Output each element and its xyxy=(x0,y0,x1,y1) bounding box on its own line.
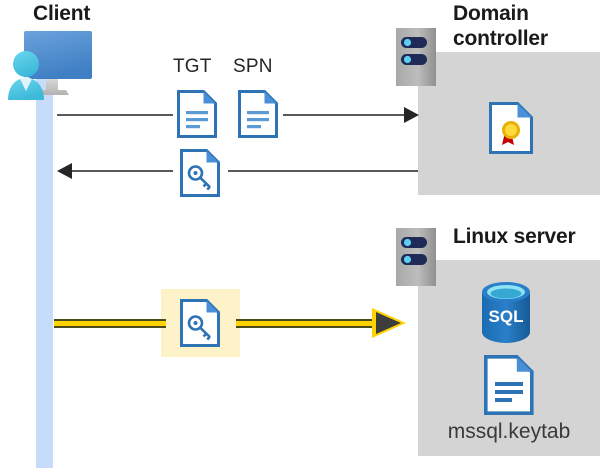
document-icon xyxy=(177,90,217,138)
key-document-icon xyxy=(180,299,220,347)
service-ticket-line-right xyxy=(236,319,376,328)
request-line-right xyxy=(283,114,417,116)
dc-title-line2: controller xyxy=(453,26,548,50)
certificate-document-icon xyxy=(489,102,533,154)
user-monitor-icon xyxy=(2,26,98,106)
linux-server-title: Linux server xyxy=(453,225,576,248)
key-document-icon xyxy=(180,149,220,197)
keytab-filename-label: mssql.keytab xyxy=(447,420,571,443)
keytab-document-icon xyxy=(484,355,534,415)
client-lifeline xyxy=(36,74,53,468)
sql-label: SQL xyxy=(489,307,524,326)
response-line-left xyxy=(66,170,173,172)
service-ticket-line-left xyxy=(54,319,166,328)
server-rack-icon xyxy=(396,28,436,86)
service-ticket-arrowhead-inner-icon xyxy=(376,312,401,334)
tgt-label: TGT xyxy=(173,56,212,77)
domain-controller-title: Domain controller xyxy=(453,2,593,52)
spn-label: SPN xyxy=(233,56,273,77)
dc-title-line1: Domain xyxy=(453,2,529,25)
client-title: Client xyxy=(33,2,91,25)
request-arrowhead-icon xyxy=(404,107,419,123)
sql-database-icon: SQL xyxy=(479,281,533,343)
response-arrowhead-icon xyxy=(57,163,72,179)
server-rack-icon xyxy=(396,228,436,286)
document-icon xyxy=(238,90,278,138)
request-line-left xyxy=(57,114,173,116)
response-line-right xyxy=(228,170,418,172)
